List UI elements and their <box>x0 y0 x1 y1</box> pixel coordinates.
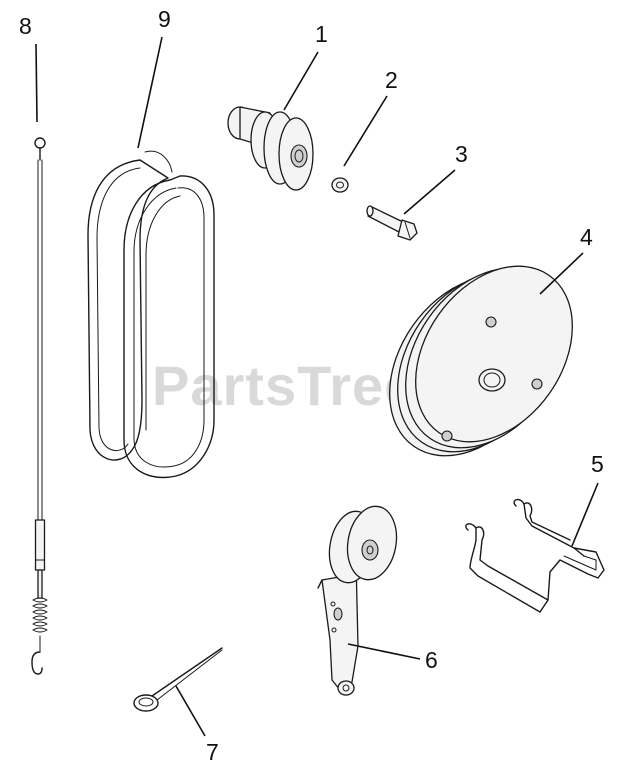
leader-7 <box>175 685 206 737</box>
callout-7[interactable]: 7 <box>206 739 219 765</box>
watermark: PartsTree ™ <box>152 354 460 417</box>
part-4-large-pulley[interactable] <box>356 236 604 486</box>
part-7-hairpin-clip[interactable] <box>133 647 223 712</box>
leader-6 <box>347 643 421 660</box>
callout-5[interactable]: 5 <box>591 451 604 477</box>
callout-leaders <box>35 36 599 737</box>
leader-4 <box>539 252 584 295</box>
part-2-nut[interactable] <box>331 177 349 193</box>
part-6-idler-arm[interactable] <box>317 502 402 696</box>
callout-labels: 8 9 1 2 3 4 5 6 7 <box>19 6 604 765</box>
callout-1[interactable]: 1 <box>315 21 328 47</box>
callout-9[interactable]: 9 <box>158 6 171 32</box>
callout-6[interactable]: 6 <box>425 647 438 673</box>
callout-8[interactable]: 8 <box>19 13 32 39</box>
leader-5 <box>571 482 599 547</box>
part-8-cable-rod[interactable] <box>31 137 48 675</box>
leader-8 <box>35 43 38 123</box>
part-1-small-pulley[interactable] <box>227 106 314 191</box>
part-9-v-belt[interactable] <box>87 150 215 479</box>
leader-2 <box>343 95 388 167</box>
leader-1 <box>283 51 319 111</box>
callout-3[interactable]: 3 <box>455 141 468 167</box>
part-5-bent-rod[interactable] <box>465 498 605 613</box>
callout-4[interactable]: 4 <box>580 224 593 250</box>
leader-9 <box>137 36 163 149</box>
watermark-text: PartsTree <box>152 354 416 417</box>
leader-3 <box>403 169 456 215</box>
part-3-bolt[interactable] <box>366 205 418 241</box>
callout-2[interactable]: 2 <box>385 67 398 93</box>
